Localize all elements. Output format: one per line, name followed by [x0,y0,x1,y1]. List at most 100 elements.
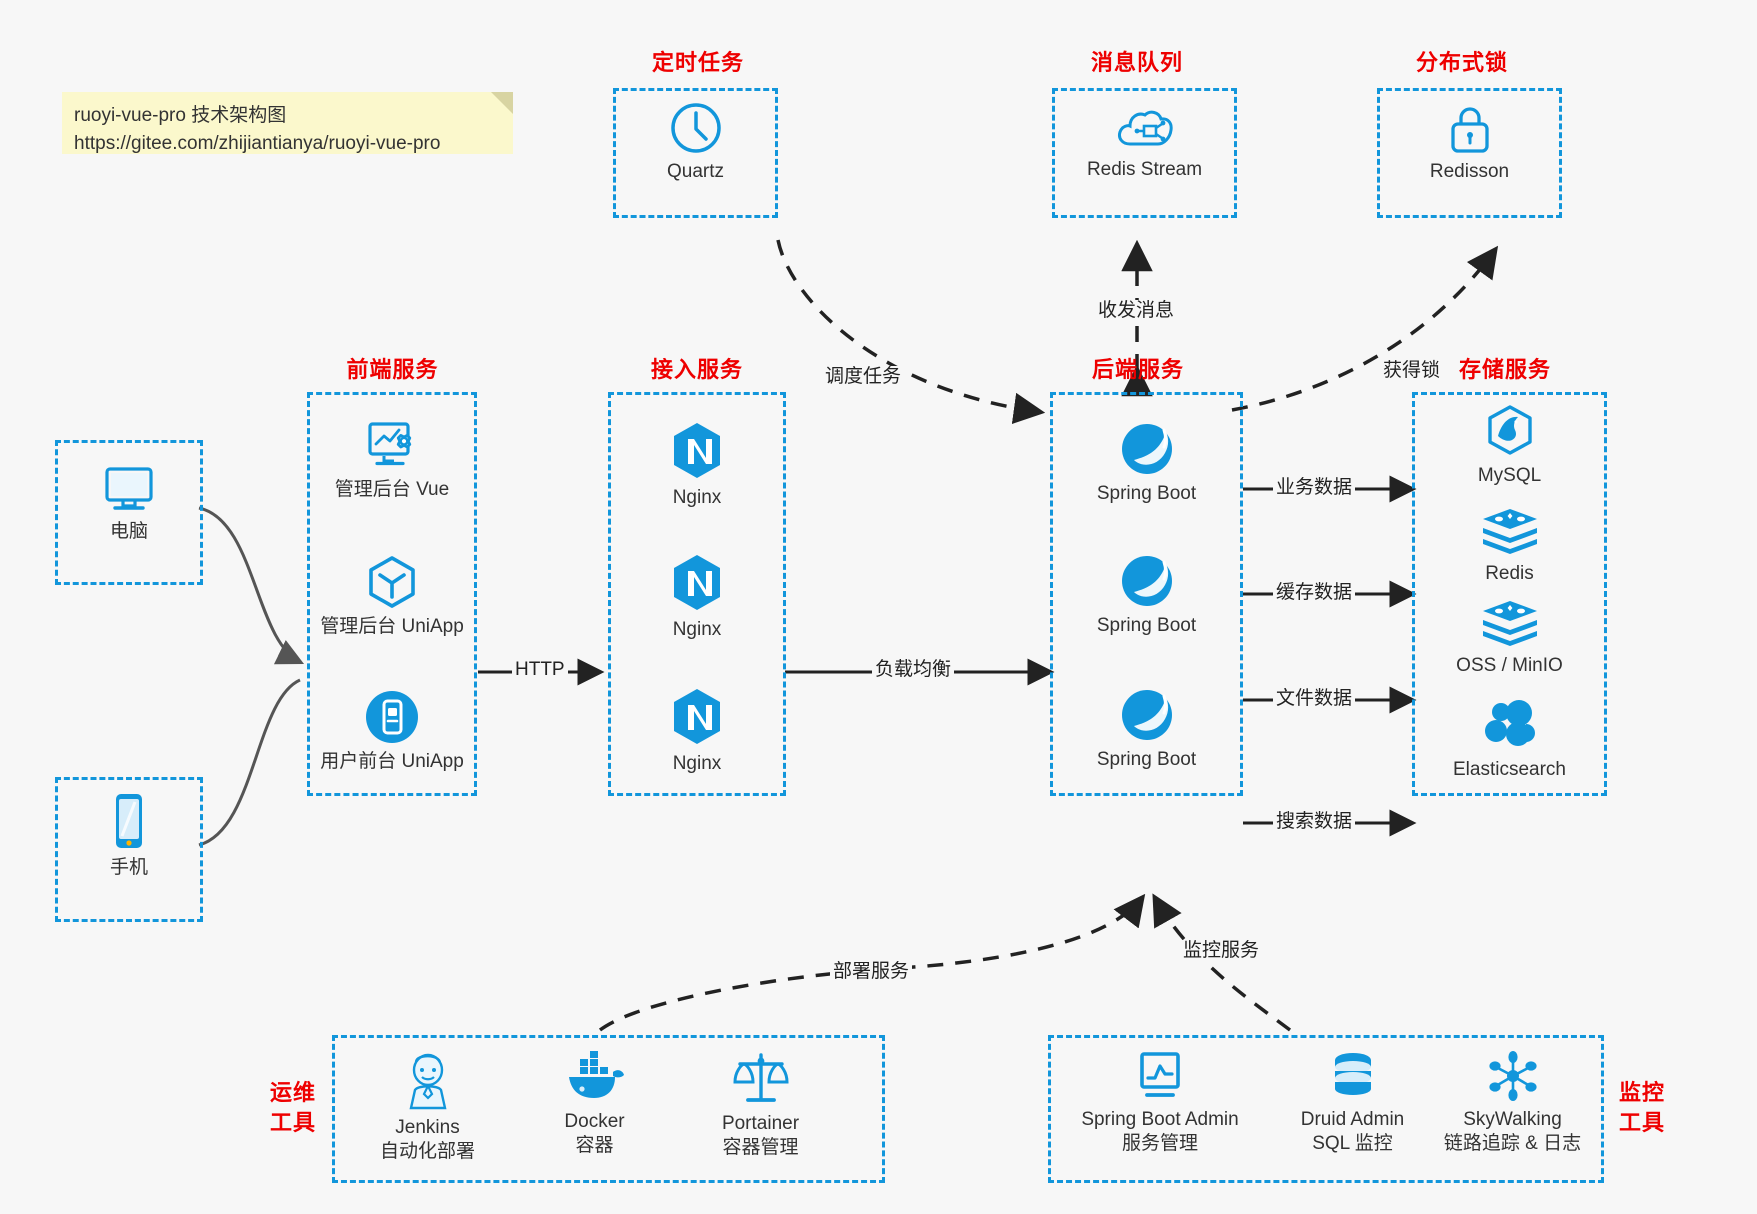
node-redisson[interactable]: Redisson [1377,104,1562,184]
node-nginx-3[interactable]: Nginx [608,686,786,776]
elasticsearch-icon [1484,700,1535,746]
group-title-monitor-tools: 监控 工具 [1607,1078,1677,1138]
group-box-frontend[interactable] [307,392,477,796]
node-mobile[interactable]: 手机 [55,790,203,880]
edge-label-acquire-lock: 获得锁 [1380,360,1444,382]
lock-icon [1450,107,1489,153]
node-label: Druid Admin [1300,1109,1405,1130]
node-quartz[interactable]: Quartz [613,100,778,184]
node-label: Redisson [1429,161,1510,182]
node-skywalking[interactable]: SkyWalking 链路追踪 & 日志 [1425,1050,1600,1156]
dashboard-settings-icon [368,422,412,466]
node-label: OSS / MinIO [1456,655,1563,676]
node-jenkins[interactable]: Jenkins 自动化部署 [345,1050,510,1164]
group-title-message-queue: 消息队列 [1090,50,1183,75]
node-user-uniapp[interactable]: 用户前台 UniApp [307,688,477,774]
edge-label-file-data: 文件数据 [1273,688,1356,710]
group-box-distributed-lock[interactable] [1377,88,1562,218]
node-docker[interactable]: Docker 容器 [512,1050,677,1158]
ops-title-line1: 运维 [269,1080,316,1105]
edge-label-schedule-task: 调度任务 [822,366,905,388]
clock-icon [670,103,721,153]
node-label: 管理后台 Vue [334,479,450,500]
spring-boot-icon [1121,556,1172,606]
node-portainer[interactable]: Portainer 容器管理 [678,1050,843,1160]
docker-icon [568,1051,624,1098]
ops-title-line2: 工具 [269,1110,316,1135]
node-label: Quartz [666,161,725,182]
node-elasticsearch[interactable]: Elasticsearch [1412,700,1607,782]
group-box-client-mobile[interactable] [55,777,203,922]
group-box-gateway[interactable] [608,392,786,796]
edge-label-search-data: 搜索数据 [1273,811,1356,833]
desktop-icon [105,467,153,510]
node-nginx-1[interactable]: Nginx [608,420,786,510]
node-desktop[interactable]: 电脑 [55,460,203,544]
note-fold-corner [491,92,513,114]
node-sublabel: 自动化部署 [379,1141,475,1162]
node-spring-boot-admin[interactable]: Spring Boot Admin 服务管理 [1055,1050,1265,1156]
node-label: Redis Stream [1086,159,1203,180]
spring-boot-icon [1121,424,1172,474]
skywalking-icon [1488,1051,1537,1101]
node-redis-stream[interactable]: Redis Stream [1052,104,1237,182]
node-spring-boot-3[interactable]: Spring Boot [1050,686,1243,772]
node-druid-admin[interactable]: Druid Admin SQL 监控 [1265,1050,1440,1156]
edge-label-monitor-service: 监控服务 [1180,940,1263,962]
group-title-frontend: 前端服务 [346,357,439,382]
node-label: Jenkins [395,1117,460,1138]
node-label: Spring Boot [1096,483,1197,504]
edge-label-cache-data: 缓存数据 [1273,582,1356,604]
node-label: 电脑 [109,521,148,542]
node-admin-uniapp[interactable]: 管理后台 UniApp [307,553,477,639]
group-box-monitor-tools[interactable] [1048,1035,1604,1183]
group-box-message-queue[interactable] [1052,88,1237,218]
monitor-chart-icon [1140,1052,1180,1097]
node-sublabel: 容器管理 [722,1137,799,1158]
node-label: Spring Boot Admin [1081,1109,1239,1130]
node-label: Spring Boot [1096,749,1197,770]
node-sublabel: 容器 [575,1135,614,1156]
node-redis[interactable]: Redis [1412,508,1607,586]
note-title: ruoyi-vue-pro 技术架构图 [74,105,287,126]
mobile-icon [116,794,142,848]
edge-label-deploy-service: 部署服务 [830,961,913,983]
node-label: Portainer [721,1113,800,1134]
group-box-scheduled-task[interactable] [613,88,778,218]
node-oss-minio[interactable]: OSS / MinIO [1412,600,1607,678]
nginx-icon [674,423,720,478]
group-title-gateway: 接入服务 [650,357,743,382]
node-mysql[interactable]: MySQL [1412,404,1607,488]
node-spring-boot-1[interactable]: Spring Boot [1050,420,1243,506]
node-label: Nginx [672,753,722,774]
node-sublabel: SQL 监控 [1312,1133,1393,1154]
group-title-backend: 后端服务 [1091,357,1184,382]
node-label: MySQL [1477,465,1542,486]
group-title-scheduled-task: 定时任务 [651,50,744,75]
node-label: 用户前台 UniApp [320,751,464,772]
jenkins-icon [409,1053,446,1110]
redis-icon [1482,509,1537,554]
node-sublabel: 服务管理 [1121,1133,1198,1154]
node-sublabel: 链路追踪 & 日志 [1443,1133,1582,1154]
phone-app-icon [366,691,418,743]
node-nginx-2[interactable]: Nginx [608,552,786,642]
nginx-icon [674,689,720,744]
edge-label-http: HTTP [512,659,568,681]
group-title-ops-tools: 运维 工具 [258,1078,328,1138]
node-label: Elasticsearch [1453,759,1566,780]
node-label: Spring Boot [1096,615,1197,636]
group-box-ops-tools[interactable] [332,1035,885,1183]
cube-icon [369,556,415,608]
node-label: 手机 [109,857,148,878]
node-label: 管理后台 UniApp [320,616,464,637]
cloud-stream-icon [1117,110,1173,146]
scales-icon [732,1053,789,1102]
node-spring-boot-2[interactable]: Spring Boot [1050,552,1243,638]
database-icon [1334,1053,1371,1095]
edge-label-send-receive-message: 收发消息 [1095,300,1178,322]
edge-label-load-balance: 负载均衡 [872,659,955,681]
oss-minio-icon [1482,601,1537,646]
node-admin-vue[interactable]: 管理后台 Vue [307,418,477,502]
group-title-distributed-lock: 分布式锁 [1415,50,1508,75]
